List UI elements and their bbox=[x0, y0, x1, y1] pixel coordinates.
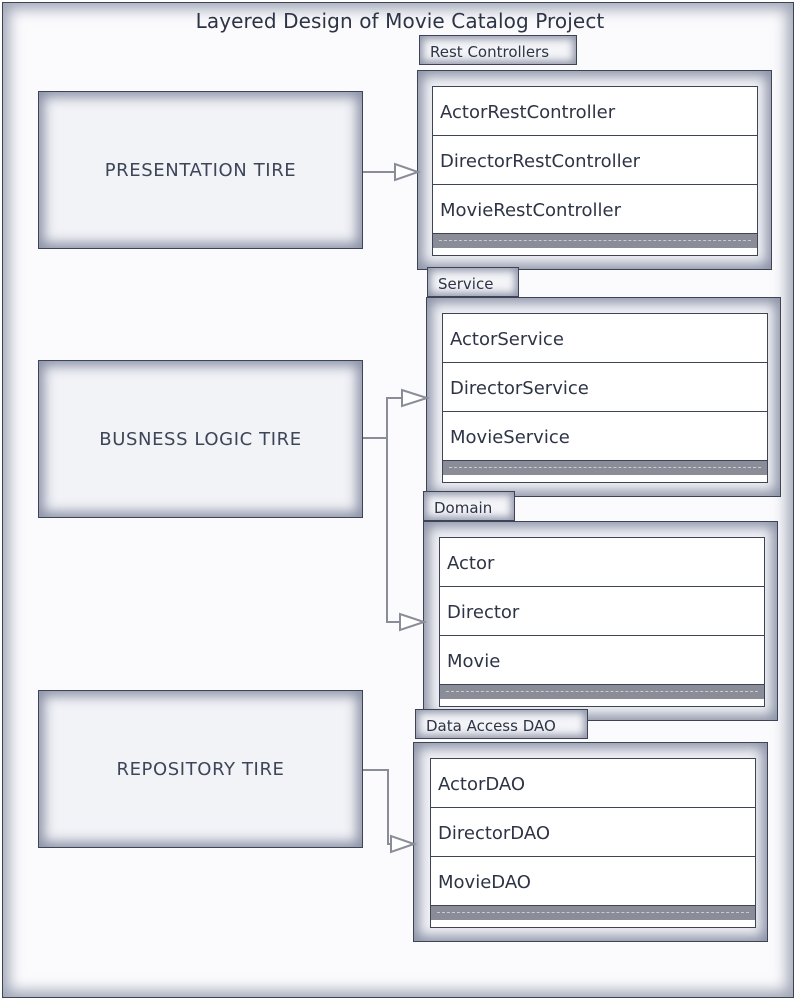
domain-package: Actor Director Movie bbox=[423, 521, 778, 721]
class-item: MovieDAO bbox=[431, 857, 755, 906]
class-footer bbox=[433, 234, 757, 248]
dao-arrowhead bbox=[390, 834, 418, 854]
business-connector bbox=[363, 397, 402, 623]
rest-controllers-class-box: ActorRestController DirectorRestControll… bbox=[432, 86, 758, 256]
class-item: DirectorService bbox=[443, 363, 767, 412]
service-package: ActorService DirectorService MovieServic… bbox=[426, 297, 781, 497]
class-item: ActorService bbox=[443, 314, 767, 363]
class-item: Movie bbox=[440, 636, 764, 685]
class-item: MovieService bbox=[443, 412, 767, 461]
class-footer bbox=[431, 906, 755, 920]
repository-tier-label: REPOSITORY TIRE bbox=[116, 758, 285, 780]
service-package-label: Service bbox=[438, 275, 494, 293]
service-arrowhead bbox=[401, 388, 431, 408]
dao-package-tab: Data Access DAO bbox=[415, 709, 588, 739]
class-item: Actor bbox=[440, 538, 764, 587]
domain-class-box: Actor Director Movie bbox=[439, 537, 765, 707]
rest-controllers-package: ActorRestController DirectorRestControll… bbox=[417, 70, 772, 270]
class-item: ActorRestController bbox=[433, 87, 757, 136]
class-item: DirectorDAO bbox=[431, 808, 755, 857]
dao-package-label: Data Access DAO bbox=[426, 717, 556, 735]
class-item: ActorDAO bbox=[431, 759, 755, 808]
presentation-tier-label: PRESENTATION TIRE bbox=[104, 159, 297, 181]
business-logic-tier-label: BUSNESS LOGIC TIRE bbox=[99, 428, 302, 450]
business-logic-tier-box: BUSNESS LOGIC TIRE bbox=[38, 360, 363, 518]
dao-class-box: ActorDAO DirectorDAO MovieDAO bbox=[430, 758, 756, 928]
domain-arrowhead bbox=[399, 612, 428, 632]
class-footer bbox=[443, 461, 767, 475]
repository-tier-box: REPOSITORY TIRE bbox=[38, 690, 363, 848]
presentation-tier-box: PRESENTATION TIRE bbox=[38, 91, 363, 249]
repository-connector bbox=[363, 769, 391, 845]
class-footer bbox=[440, 685, 764, 699]
service-class-box: ActorService DirectorService MovieServic… bbox=[442, 313, 768, 483]
class-item: DirectorRestController bbox=[433, 136, 757, 185]
rest-controllers-package-label: Rest Controllers bbox=[430, 43, 550, 61]
class-item: Director bbox=[440, 587, 764, 636]
class-item: MovieRestController bbox=[433, 185, 757, 234]
service-package-tab: Service bbox=[427, 267, 519, 297]
rest-controllers-package-tab: Rest Controllers bbox=[419, 35, 577, 65]
domain-package-label: Domain bbox=[434, 499, 493, 517]
domain-package-tab: Domain bbox=[423, 491, 515, 521]
presentation-arrowhead bbox=[394, 162, 422, 182]
diagram-title: Layered Design of Movie Catalog Project bbox=[195, 9, 605, 33]
dao-package: ActorDAO DirectorDAO MovieDAO bbox=[413, 742, 768, 942]
